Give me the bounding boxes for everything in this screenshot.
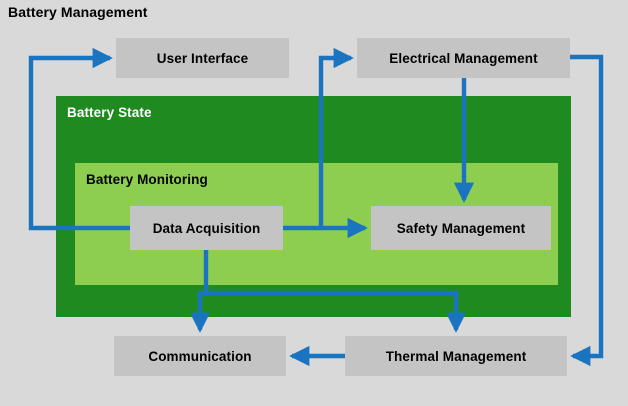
node-user-interface[interactable]: User Interface bbox=[116, 38, 289, 78]
node-label-user-interface: User Interface bbox=[156, 50, 249, 66]
node-data-acquisition[interactable]: Data Acquisition bbox=[130, 206, 283, 250]
node-label-safety-management: Safety Management bbox=[396, 220, 526, 236]
node-electrical-management[interactable]: Electrical Management bbox=[357, 38, 570, 78]
container-label-battery-monitoring: Battery Monitoring bbox=[86, 172, 208, 187]
connector-electrical-management-to-thermal-management bbox=[570, 54, 604, 367]
node-thermal-management[interactable]: Thermal Management bbox=[345, 336, 567, 376]
node-label-data-acquisition: Data Acquisition bbox=[152, 220, 261, 236]
node-label-electrical-management: Electrical Management bbox=[389, 50, 538, 66]
diagram-title: Battery Management bbox=[8, 4, 148, 20]
node-label-communication: Communication bbox=[148, 348, 252, 364]
node-communication[interactable]: Communication bbox=[114, 336, 286, 376]
container-label-battery-state: Battery State bbox=[67, 105, 152, 120]
node-label-thermal-management: Thermal Management bbox=[385, 348, 527, 364]
node-safety-management[interactable]: Safety Management bbox=[371, 206, 551, 250]
